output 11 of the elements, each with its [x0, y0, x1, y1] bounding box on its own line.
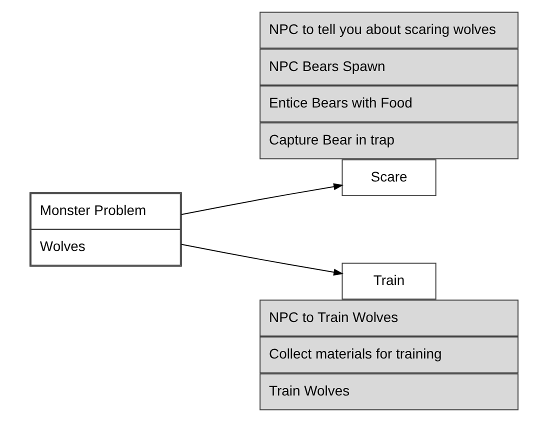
arrow — [181, 183, 344, 215]
node-box: NPC to tell you about scaring wolves — [260, 12, 519, 49]
node-box: Train Wolves — [260, 373, 519, 410]
arrow — [181, 244, 344, 276]
node-box: Train — [342, 262, 436, 300]
node-box: Scare — [342, 159, 436, 196]
node-box: NPC to Train Wolves — [260, 300, 519, 336]
node-box: NPC Bears Spawn — [260, 48, 519, 86]
node-box: Entice Bears with Food — [260, 86, 519, 122]
node-box: Capture Bear in trap — [260, 122, 519, 160]
node-box: Collect materials for training — [260, 336, 519, 374]
